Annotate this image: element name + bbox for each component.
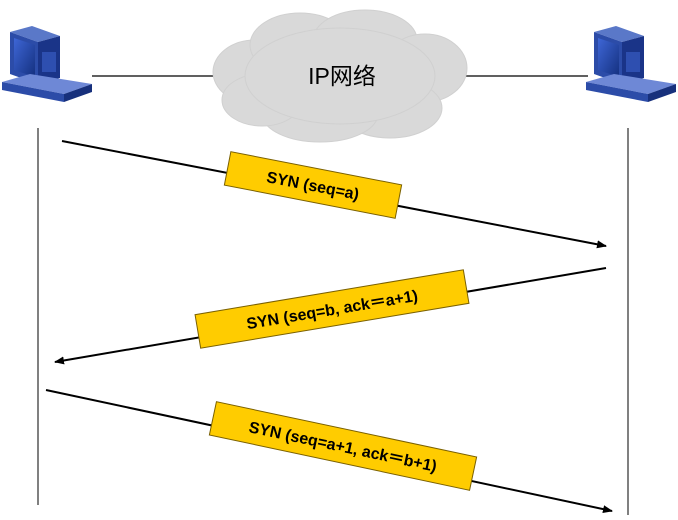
ip-network-cloud: IP网络: [212, 9, 468, 143]
message-label-2: SYN (seq=b, ack＝a+1): [194, 269, 470, 349]
message-label-3: SYN (seq=a+1, ack＝b+1): [208, 401, 478, 491]
computer-icon: [586, 26, 676, 102]
computer-icon: [2, 26, 92, 102]
message-label-1: SYN (seq=a): [223, 151, 403, 219]
cloud-label: IP网络: [308, 63, 376, 89]
